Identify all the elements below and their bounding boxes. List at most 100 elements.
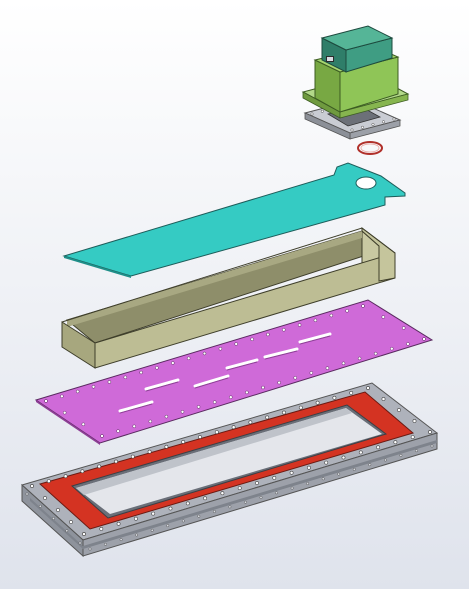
base-bolt bbox=[306, 465, 311, 470]
plate-hole bbox=[381, 315, 386, 319]
flange-bolt bbox=[361, 125, 364, 129]
plate-hole bbox=[357, 356, 362, 361]
plate-hole bbox=[406, 342, 410, 346]
base-bolt bbox=[46, 479, 51, 484]
magenta-plate-holes bbox=[44, 304, 426, 438]
olive-frame-rim bbox=[61, 227, 396, 323]
base-bolt bbox=[99, 527, 104, 531]
flange-bolt bbox=[371, 123, 375, 126]
base-bolt bbox=[255, 481, 259, 485]
side-bolt bbox=[119, 538, 123, 542]
plate-hole bbox=[202, 351, 207, 356]
magenta-plate-slot-shadows bbox=[119, 335, 331, 414]
base-bolt bbox=[237, 486, 242, 491]
side-bolt bbox=[150, 528, 154, 532]
base-bolt bbox=[80, 469, 85, 474]
plate-hole bbox=[234, 342, 238, 346]
side-bolt bbox=[306, 482, 310, 485]
base-bolt bbox=[428, 430, 432, 434]
base-frame-bolts bbox=[30, 386, 432, 536]
base-bolt bbox=[116, 521, 121, 526]
base-bolt bbox=[56, 508, 60, 512]
plate-hole bbox=[81, 422, 86, 427]
plate-hole bbox=[261, 385, 265, 390]
base-bolt bbox=[358, 450, 363, 455]
side-bolt bbox=[337, 472, 341, 476]
magenta-plate-edge bbox=[36, 400, 100, 445]
plate-hole bbox=[373, 351, 378, 356]
base-frame[interactable] bbox=[20, 382, 439, 558]
base-bolt bbox=[265, 415, 270, 420]
base-bolt bbox=[30, 484, 34, 488]
base-bolt bbox=[185, 501, 190, 506]
plate-hole bbox=[186, 356, 191, 361]
cyan-shim-hole bbox=[355, 176, 377, 190]
base-frame-glass-edge bbox=[76, 408, 352, 495]
o-ring-shape bbox=[357, 141, 383, 155]
plate-hole bbox=[196, 405, 201, 409]
base-frame-side-bolts bbox=[25, 444, 434, 551]
side-bolt bbox=[399, 453, 403, 457]
base-bolt bbox=[168, 506, 173, 511]
plate-hole bbox=[60, 394, 64, 399]
plate-hole bbox=[229, 395, 233, 399]
base-bolt bbox=[248, 420, 253, 425]
side-bolt bbox=[52, 517, 55, 520]
base-bolt bbox=[324, 460, 329, 465]
magenta-plate-slots bbox=[118, 332, 332, 413]
olive-frame-box[interactable] bbox=[61, 226, 396, 369]
base-bolt bbox=[366, 386, 370, 390]
plate-hole bbox=[164, 414, 169, 419]
side-bolt bbox=[244, 500, 247, 504]
base-bolt bbox=[272, 475, 277, 480]
flange-bolt bbox=[382, 120, 385, 124]
plate-hole bbox=[139, 370, 143, 375]
side-bolt bbox=[321, 477, 325, 481]
side-bolt bbox=[88, 547, 92, 551]
base-bolt bbox=[289, 470, 294, 475]
plate-hole bbox=[325, 366, 330, 370]
plate-hole bbox=[313, 318, 318, 323]
base-bolt bbox=[231, 425, 236, 430]
plate-hole bbox=[282, 328, 286, 332]
cyan-shim-face bbox=[62, 162, 406, 277]
plate-hole bbox=[132, 424, 136, 429]
plate-hole bbox=[116, 429, 120, 433]
base-bolt bbox=[376, 445, 381, 450]
side-bolt bbox=[78, 541, 82, 545]
flange-bolt bbox=[310, 112, 314, 116]
o-ring[interactable] bbox=[357, 141, 383, 155]
side-bolt bbox=[228, 505, 232, 509]
base-bolt bbox=[63, 474, 68, 479]
plate-hole bbox=[422, 337, 426, 341]
side-bolt bbox=[181, 519, 185, 523]
side-bolt bbox=[430, 444, 434, 448]
housing-skirt-front bbox=[339, 93, 409, 119]
base-bolt bbox=[298, 405, 303, 410]
plate-slot bbox=[263, 347, 299, 359]
base-bolt bbox=[133, 516, 138, 521]
cyan-shim-edge bbox=[64, 256, 131, 278]
side-bolt bbox=[25, 492, 29, 496]
plate-hole bbox=[401, 326, 406, 330]
plate-hole bbox=[44, 399, 48, 403]
base-bolt bbox=[164, 444, 169, 449]
plate-hole bbox=[218, 347, 223, 351]
transformer-housing[interactable] bbox=[301, 25, 410, 119]
plate-hole bbox=[107, 380, 112, 384]
plate-hole bbox=[361, 304, 365, 308]
side-bolt bbox=[368, 463, 372, 467]
base-bolt bbox=[203, 496, 208, 501]
plate-hole bbox=[277, 380, 281, 385]
plate-hole bbox=[171, 361, 175, 365]
o-ring-highlight bbox=[360, 143, 380, 153]
side-bolt bbox=[212, 510, 216, 513]
magenta-perforated-plate[interactable] bbox=[34, 299, 434, 445]
side-bolt bbox=[166, 524, 170, 528]
base-bolt bbox=[315, 400, 320, 405]
cyan-shim-sheet[interactable] bbox=[62, 162, 406, 278]
plate-hole bbox=[345, 309, 349, 313]
plate-hole bbox=[100, 434, 104, 438]
